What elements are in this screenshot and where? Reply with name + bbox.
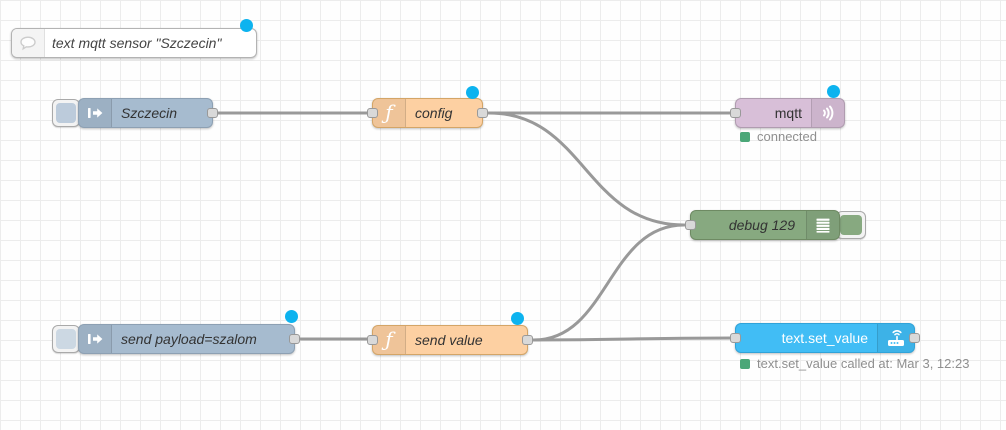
- mqtt-out-node[interactable]: mqtt: [730, 98, 845, 128]
- input-port[interactable]: [730, 108, 741, 118]
- output-port[interactable]: [909, 333, 920, 343]
- input-port[interactable]: [367, 335, 378, 345]
- wire-config-to-debug[interactable]: [487, 111, 686, 227]
- function-node-label: send value: [415, 332, 483, 348]
- inject-button-szczecin[interactable]: [52, 99, 80, 127]
- ha-service-node[interactable]: text.set_value: [730, 323, 920, 353]
- ha-status: text.set_value called at: Mar 3, 12:23: [740, 356, 969, 371]
- input-port[interactable]: [367, 108, 378, 118]
- function-node-send-value[interactable]: ƒ send value: [367, 325, 533, 355]
- inject-arrow-icon: [79, 99, 112, 127]
- output-port[interactable]: [207, 108, 218, 118]
- changed-indicator: [466, 86, 479, 99]
- inject-button-fill: [56, 329, 76, 349]
- changed-indicator: [285, 310, 298, 323]
- debug-node-label: debug 129: [728, 217, 795, 233]
- mqtt-status: connected: [740, 129, 817, 144]
- comment-label: text mqtt sensor "Szczecin": [52, 35, 222, 51]
- output-port[interactable]: [522, 335, 533, 345]
- inject-arrow-icon: [79, 325, 112, 353]
- inject-node-szczecin[interactable]: Szczecin: [78, 98, 218, 128]
- inject-button-send[interactable]: [52, 325, 80, 353]
- function-node-label: config: [415, 105, 453, 121]
- function-icon: ƒ: [373, 99, 406, 127]
- inject-button-fill: [56, 103, 76, 123]
- inject-node-label: Szczecin: [121, 105, 178, 121]
- debug-list-icon: [806, 211, 839, 239]
- mqtt-signal-icon: [811, 99, 844, 127]
- output-port[interactable]: [477, 108, 488, 118]
- function-icon: ƒ: [373, 326, 406, 354]
- wire-sendvalue-to-ha[interactable]: [526, 336, 737, 342]
- debug-toggle-button[interactable]: [836, 211, 866, 239]
- debug-node[interactable]: debug 129: [685, 210, 840, 240]
- wire-sendvalue-to-debug[interactable]: [532, 223, 686, 342]
- ha-node-label: text.set_value: [781, 330, 868, 346]
- input-port[interactable]: [730, 333, 741, 343]
- changed-indicator: [511, 312, 524, 325]
- mqtt-node-label: mqtt: [774, 105, 802, 121]
- changed-indicator: [827, 85, 840, 98]
- status-text: connected: [757, 129, 817, 144]
- comment-bubble-icon: [12, 29, 45, 57]
- inject-node-send[interactable]: send payload=szalom: [78, 324, 300, 354]
- status-dot-green: [740, 131, 750, 142]
- router-icon: [877, 324, 914, 352]
- inject-node-label: send payload=szalom: [121, 331, 257, 347]
- status-dot-green: [740, 358, 750, 369]
- status-text: text.set_value called at: Mar 3, 12:23: [757, 356, 970, 371]
- output-port[interactable]: [289, 334, 300, 344]
- input-port[interactable]: [685, 220, 696, 230]
- debug-toggle-fill: [840, 215, 862, 235]
- changed-indicator: [240, 19, 253, 32]
- comment-node[interactable]: text mqtt sensor "Szczecin": [11, 28, 257, 58]
- function-node-config[interactable]: ƒ config: [367, 98, 488, 128]
